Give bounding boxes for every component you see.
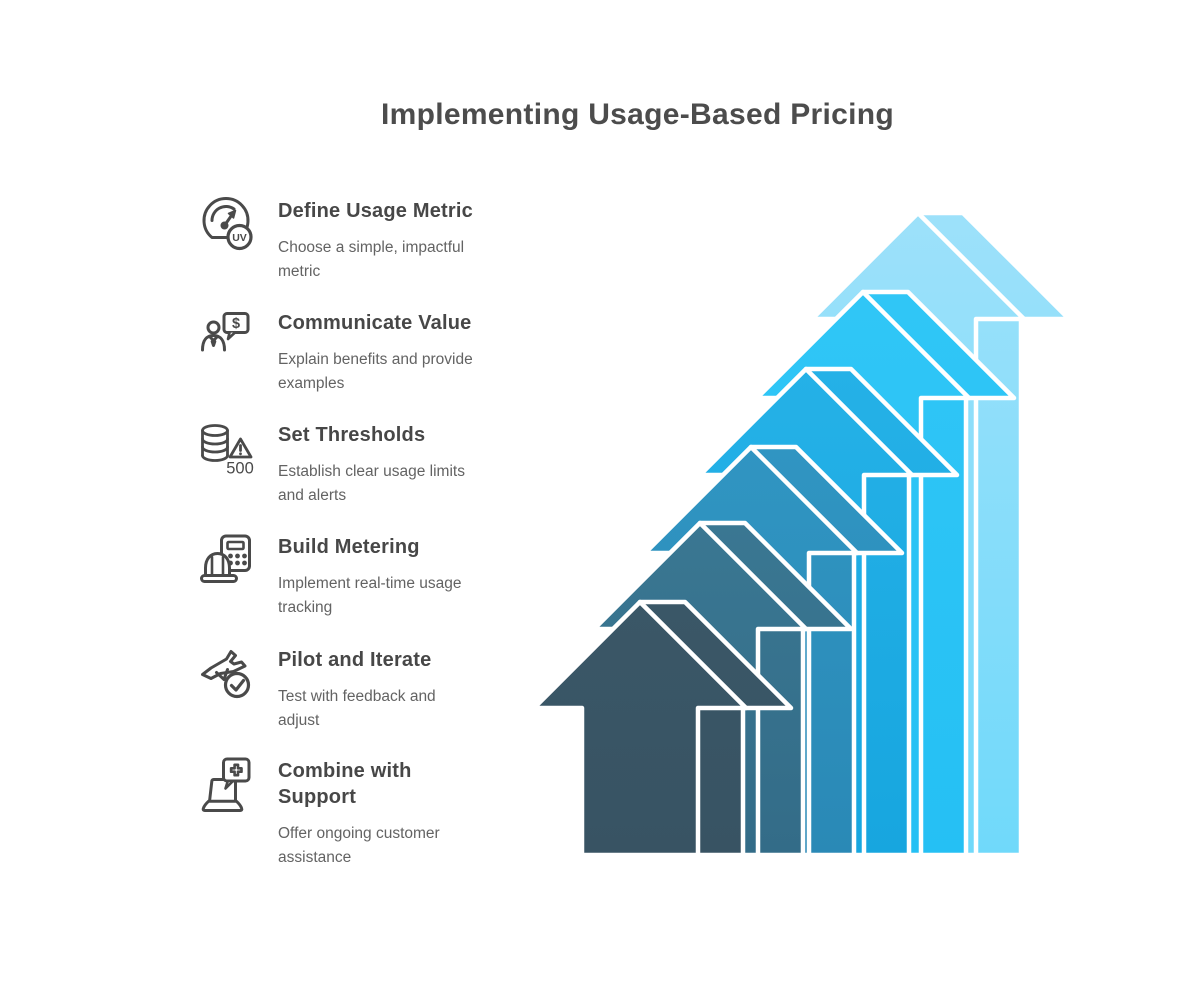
database-alert-icon-svg: 500 [201,424,254,477]
step-5-pilot-and-iterate: Pilot and Iterate Test with feedback and… [198,645,510,732]
step-6-text: Combine with Support Offer ongoing custo… [278,756,510,869]
threshold-value-label: 500 [226,460,254,477]
step-3-text: Set Thresholds Establish clear usage lim… [278,420,510,507]
laptop-chat-icon-svg [201,757,251,812]
step-description: Test with feedback and adjust [278,688,436,729]
person-dollar-icon-shapes [201,312,250,352]
step-description: Offer ongoing customer assistance [278,825,440,866]
step-description: Implement real-time usage tracking [278,575,462,616]
step-3-set-thresholds: 500 Set Thresholds Establish clear usage… [198,420,510,507]
step-title: Pilot and Iterate [278,649,432,671]
arrow-step-6-inner-edge [915,210,1027,858]
step-1-text: Define Usage Metric Choose a simple, imp… [278,196,510,283]
step-description: Explain benefits and provide examples [278,351,473,392]
person-dollar-icon-svg: $ [201,312,250,352]
hardhat-calculator-icon-shapes [200,534,251,583]
step-4-text: Build Metering Implement real-time usage… [278,532,510,619]
step-description: Establish clear usage limits and alerts [278,463,465,504]
person-dollar-icon: $ [198,308,254,364]
step-title: Set Thresholds [278,424,426,446]
arrow-step-1 [531,599,794,858]
page-title: Implementing Usage-Based Pricing [380,98,895,131]
database-alert-icon: 500 [198,420,254,476]
uv-badge-label: UV [232,232,247,244]
arrow-step-3-inner-edge [748,444,860,858]
database-alert-icon-shapes [201,424,253,462]
arrow-step-2-inner-edge [697,520,809,858]
step-description: Choose a simple, impactful metric [278,239,465,280]
arrow-step-5-inner-edge [860,289,972,858]
laptop-chat-icon-shapes [201,757,251,812]
gauge-icon-shapes [202,197,253,251]
plane-check-icon-svg [201,650,251,699]
hardhat-calculator-icon-svg [200,534,251,583]
plane-check-icon-shapes [201,650,251,699]
step-6-combine-with-support: Combine with Support Offer ongoing custo… [198,756,510,869]
step-title: Combine with Support [278,760,412,808]
step-title: Build Metering [278,536,420,558]
arrow-step-1-inner-edge [637,599,749,858]
step-2-communicate-value: $ Communicate Value Explain benefits and… [198,308,510,395]
arrow-step-4-inner-edge [803,366,915,858]
gauge-uv-icon: UV [198,196,254,252]
step-4-build-metering: Build Metering Implement real-time usage… [198,532,510,619]
step-2-text: Communicate Value Explain benefits and p… [278,308,510,395]
laptop-chat-icon [198,756,254,812]
dollar-sign-label: $ [232,316,240,332]
step-title: Define Usage Metric [278,200,473,222]
step-title: Communicate Value [278,312,472,334]
gauge-uv-icon-svg: UV [202,197,253,251]
step-1-define-usage-metric: UV Define Usage Metric Choose a simple, … [198,196,510,283]
hardhat-calculator-icon [198,532,254,588]
step-5-text: Pilot and Iterate Test with feedback and… [278,645,510,732]
plane-check-icon [198,645,254,701]
